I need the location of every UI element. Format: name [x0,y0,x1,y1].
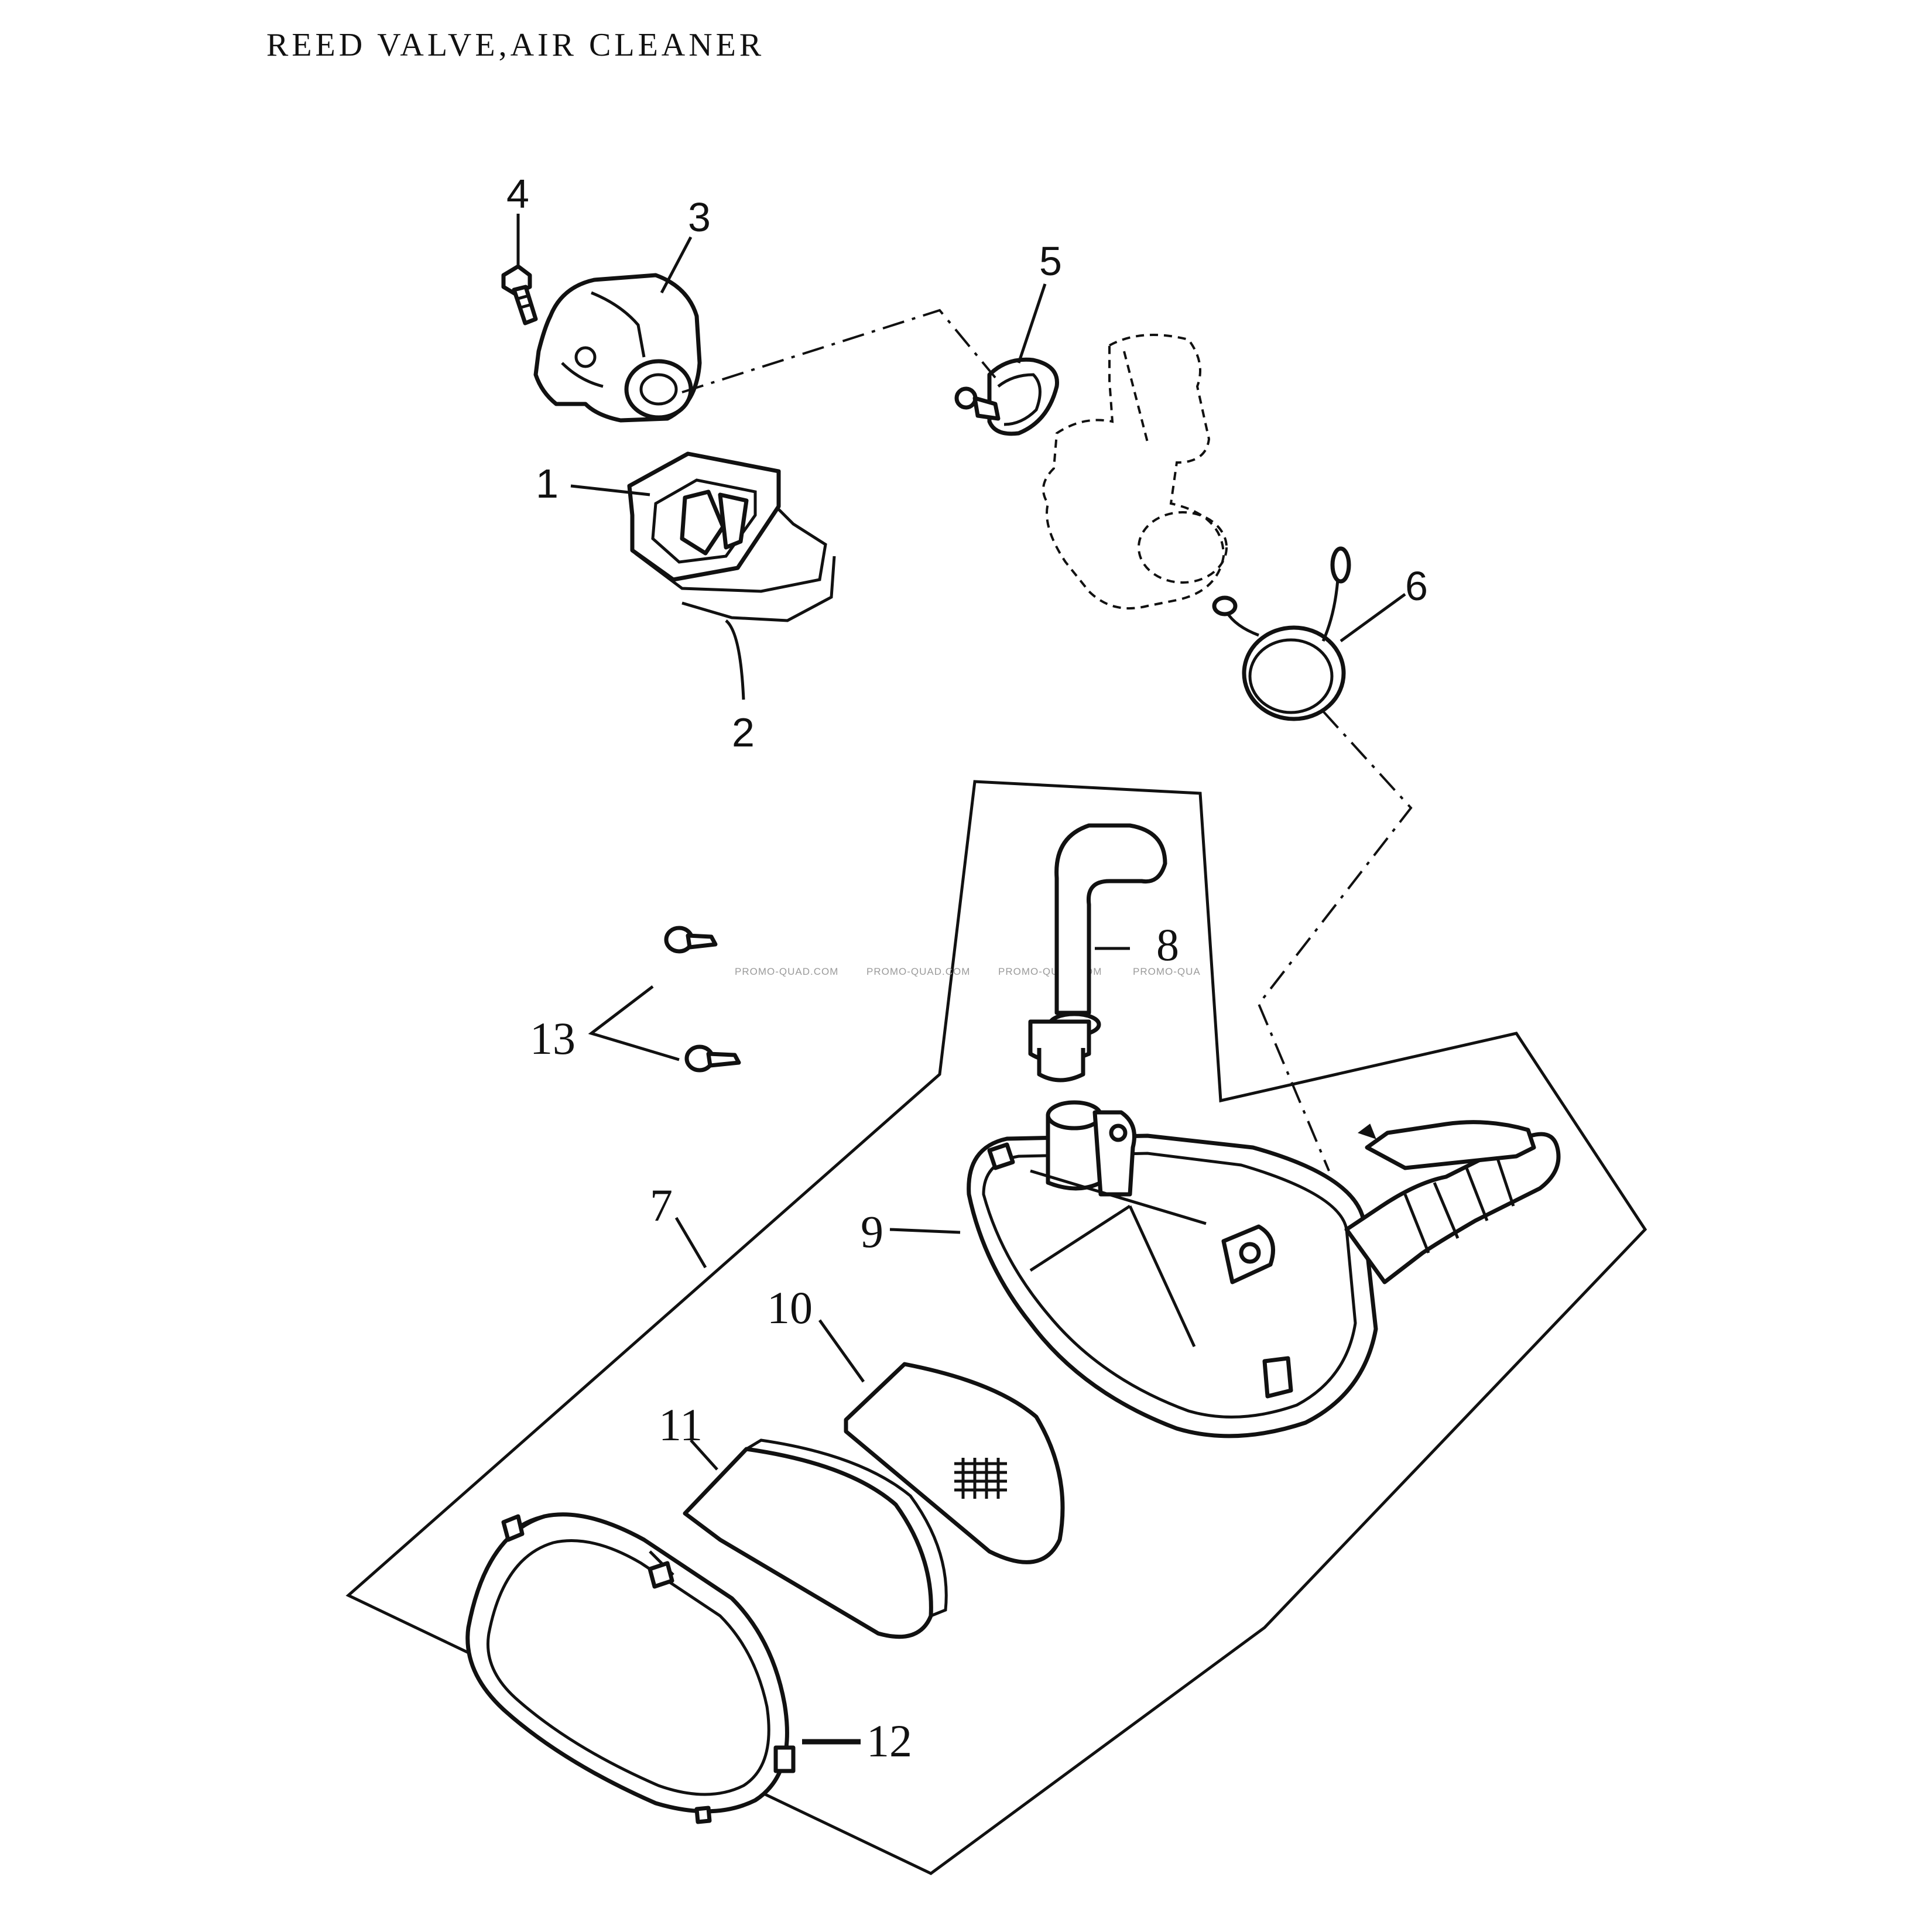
screw-upper [664,926,718,954]
leader-7 [674,1217,707,1269]
callout-11: 11 [659,1399,703,1450]
leader-13 [588,985,680,1061]
callout-4: 4 [506,171,529,217]
leader-10 [818,1319,865,1383]
part-air-cleaner-cover [465,1512,796,1824]
leader-11 [690,1439,718,1471]
callout-1: 1 [536,461,559,506]
part-hose-clamp [954,357,1059,436]
callout-5: 5 [1039,238,1062,284]
diagram-title: REED VALVE,AIR CLEANER [266,27,765,63]
carb-to-clamp-line [681,309,996,393]
part-reed-valve [627,451,781,582]
part-breather-hose [1028,823,1167,1083]
band-to-case-line [1257,710,1413,1171]
intake-manifold-phantom [1042,334,1228,610]
part-foam-filter [683,1438,948,1639]
air-cleaner-assembly-frame [345,780,1647,1875]
part-bolt [501,264,538,326]
leader-lines [516,214,1406,1745]
leader-2 [725,619,745,700]
part-gasket [634,508,836,622]
callout-2: 2 [732,710,755,755]
callout-labels: 4 3 5 1 2 6 8 13 7 9 10 11 12 [506,171,1428,1766]
callout-10: 10 [767,1282,813,1333]
watermark: PROMO-QUAD.COM PROMO-QUAD.COM PROMO-QUAD… [735,966,1201,977]
callout-3: 3 [688,194,711,240]
mesh-pattern [954,1458,1007,1499]
leader-6 [1340,592,1406,643]
callout-9: 9 [861,1206,883,1257]
watermark-text: PROMO-QUAD.COM [866,966,970,977]
callout-13: 13 [530,1013,576,1064]
leader-5 [1017,283,1047,364]
leader-3 [660,236,693,294]
leader-1 [570,484,650,496]
watermark-text: PROMO-QUA [1133,966,1201,977]
leader-9 [889,1228,961,1234]
callout-6: 6 [1405,563,1428,609]
part-air-cleaner-case [967,1100,1561,1438]
part-carburetor [533,273,702,423]
callout-8: 8 [1156,919,1179,970]
screw-lower [684,1044,741,1073]
watermark-text: PROMO-QUAD.COM [735,966,838,977]
part-retaining-band [1212,546,1351,721]
callout-7: 7 [650,1180,673,1231]
part-screws [664,926,741,1073]
part-filter-mesh [844,1362,1065,1564]
callout-12: 12 [866,1715,912,1766]
connection-lines [681,309,1413,1171]
